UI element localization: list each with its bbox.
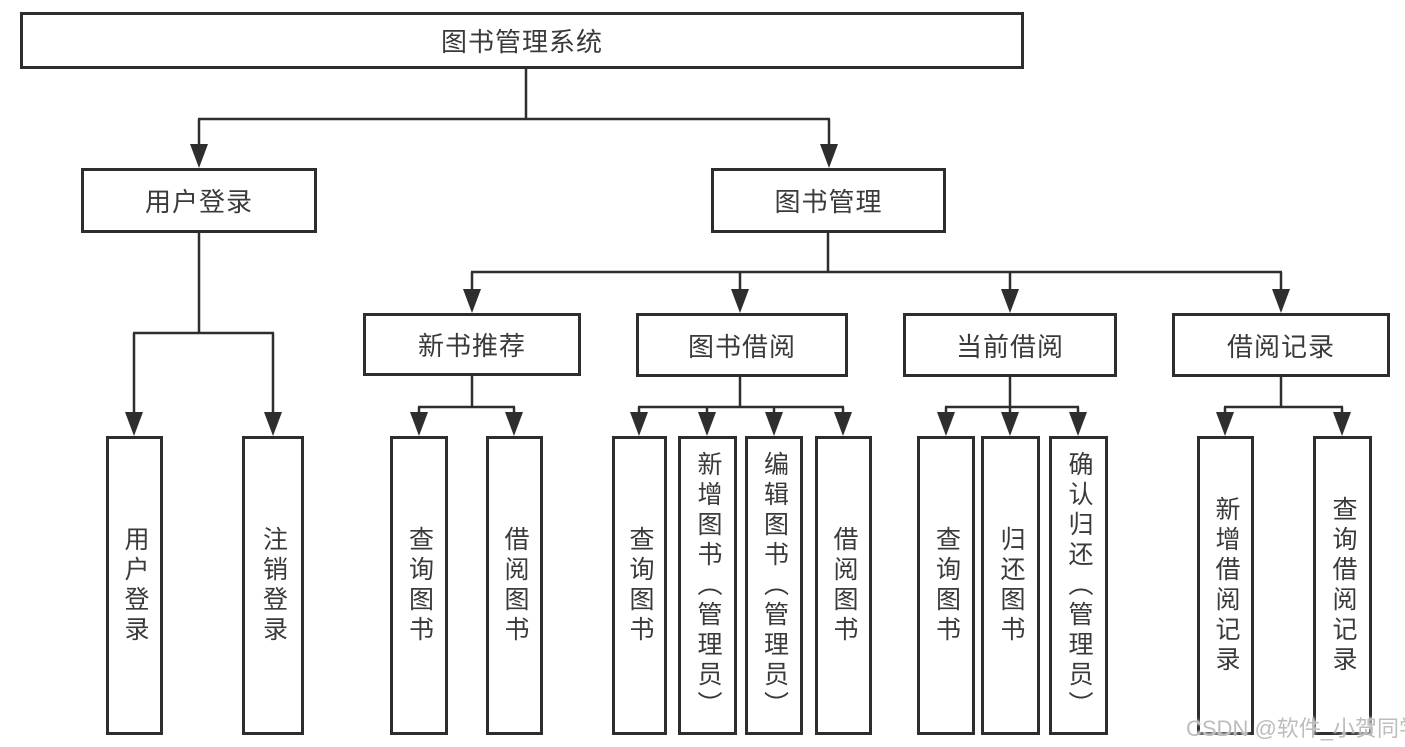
leaf-label: 新增图书（管理员） [694,450,722,721]
leaf-label: 新增借阅记录 [1212,495,1240,676]
node-borrow-records: 借阅记录 [1172,313,1390,377]
leaf-label: 借阅图书 [501,525,529,646]
leaf-query-borrow-record: 查询借阅记录 [1313,436,1372,735]
arrowheads [125,144,1351,436]
leaf-label: 编辑图书（管理员） [760,450,789,721]
leaf-label: 查询图书 [405,525,434,646]
node-book-borrow: 图书借阅 [636,313,848,377]
node-user-login-branch: 用户登录 [81,168,317,233]
node-current-borrow: 当前借阅 [903,313,1117,377]
node-label: 借阅记录 [1226,331,1335,362]
node-label: 图书管理 [774,187,883,217]
leaf-edit-book-admin: 编辑图书（管理员） [745,436,803,735]
leaf-label: 借阅图书 [830,525,858,646]
leaf-query-books-1: 查询图书 [390,436,448,735]
node-label: 图书借阅 [687,331,796,362]
leaf-user-login: 用户登录 [106,436,163,735]
leaf-borrow-books-2: 借阅图书 [815,436,872,735]
leaf-label: 用户登录 [121,525,149,646]
leaf-confirm-return-admin: 确认归还（管理员） [1049,436,1108,735]
leaf-borrow-books-1: 借阅图书 [486,436,543,735]
leaf-label: 确认归还（管理员） [1065,450,1093,721]
leaf-query-books-2: 查询图书 [612,436,667,735]
leaf-label: 查询借阅记录 [1329,495,1357,676]
leaf-label: 注销登录 [259,525,288,646]
node-root-label: 图书管理系统 [440,27,603,57]
node-new-book-recommend: 新书推荐 [363,313,581,376]
node-book-management-branch: 图书管理 [711,168,946,233]
leaf-add-book-admin: 新增图书（管理员） [678,436,737,735]
leaf-add-borrow-record: 新增借阅记录 [1197,436,1254,735]
node-root-system: 图书管理系统 [20,12,1024,69]
leaf-label: 查询图书 [932,525,961,646]
node-label: 当前借阅 [955,331,1064,362]
leaf-label: 查询图书 [626,525,654,646]
node-label: 用户登录 [144,187,253,217]
leaf-label: 归还图书 [997,525,1025,646]
leaf-return-book: 归还图书 [981,436,1040,735]
node-label: 新书推荐 [417,331,526,361]
leaf-logout: 注销登录 [242,436,304,735]
csdn-watermark: CSDN @软件_小贺同学 [1186,716,1405,741]
leaf-query-books-3: 查询图书 [917,436,975,735]
